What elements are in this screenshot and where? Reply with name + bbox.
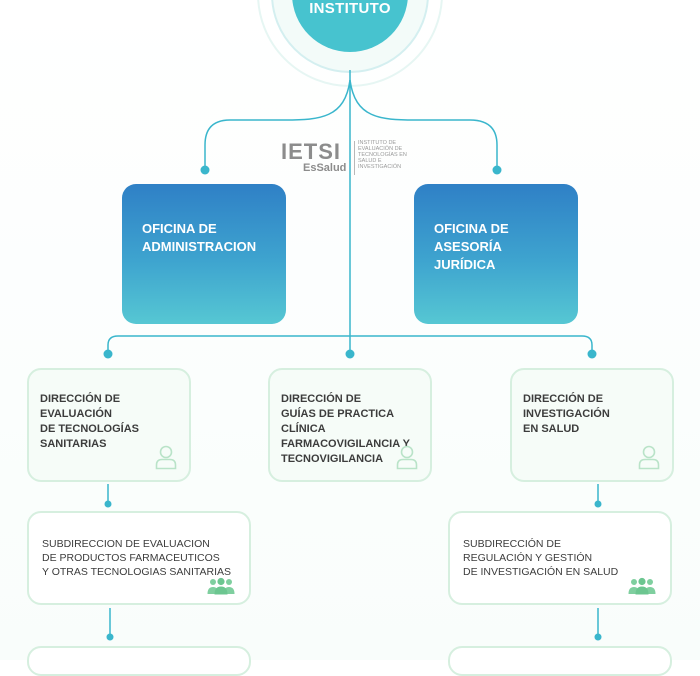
- logo-subtitle: EsSalud: [303, 162, 347, 174]
- person-icon: [396, 445, 418, 470]
- connector-lines: [103, 0, 602, 641]
- bus-line: [107, 335, 593, 350]
- subdirectorate-evaluacion-productos[interactable]: SUBDIRECCION DE EVALUACION DE PRODUCTOS …: [27, 511, 251, 605]
- office-asesoria-juridica[interactable]: OFICINA DE ASESORÍA JURÍDICA: [414, 184, 578, 324]
- title-text: INSTITUTO: [309, 0, 391, 17]
- branch-right: [349, 79, 498, 168]
- node-dot-dir-right: [587, 349, 597, 359]
- node-dot-dir-center: [345, 349, 355, 359]
- next-box-left: [27, 646, 251, 676]
- title-circle: [292, 0, 408, 52]
- logo-wordmark: IETSI: [281, 139, 342, 164]
- node-dot-next-left: [106, 633, 114, 641]
- branch-left: [204, 79, 351, 168]
- next-box-right: [448, 646, 672, 676]
- office-administracion[interactable]: OFICINA DE ADMINISTRACION: [122, 184, 286, 324]
- person-icon: [638, 445, 660, 470]
- directorate-investigacion-salud[interactable]: DIRECCIÓN DE INVESTIGACIÓN EN SALUD: [510, 368, 674, 482]
- group-icon: [628, 577, 656, 595]
- node-dot-office-left: [200, 165, 210, 175]
- directorate-guias-practica-clinica[interactable]: DIRECCIÓN DE GUÍAS DE PRACTICA CLÍNICA F…: [268, 368, 432, 482]
- node-dot-office-right: [492, 165, 502, 175]
- node-dot-sub-left: [104, 500, 112, 508]
- ietsi-logo: IETSI EsSalud INSTITUTO DE EVALUACIÓN DE…: [281, 140, 421, 180]
- directorate-evaluacion-tecnologias[interactable]: DIRECCIÓN DE EVALUACIÓN DE TECNOLOGÍAS S…: [27, 368, 191, 482]
- node-dot-dir-left: [103, 349, 113, 359]
- node-dot-sub-right: [594, 500, 602, 508]
- subdirectorate-regulacion-gestion[interactable]: SUBDIRECCIÓN DE REGULACIÓN Y GESTIÓN DE …: [448, 511, 672, 605]
- group-icon: [207, 577, 235, 595]
- logo-divider: [354, 141, 355, 175]
- logo-description: INSTITUTO DE EVALUACIÓN DE TECNOLOGÍAS E…: [358, 140, 407, 170]
- person-icon: [155, 445, 177, 470]
- node-dot-next-right: [594, 633, 602, 641]
